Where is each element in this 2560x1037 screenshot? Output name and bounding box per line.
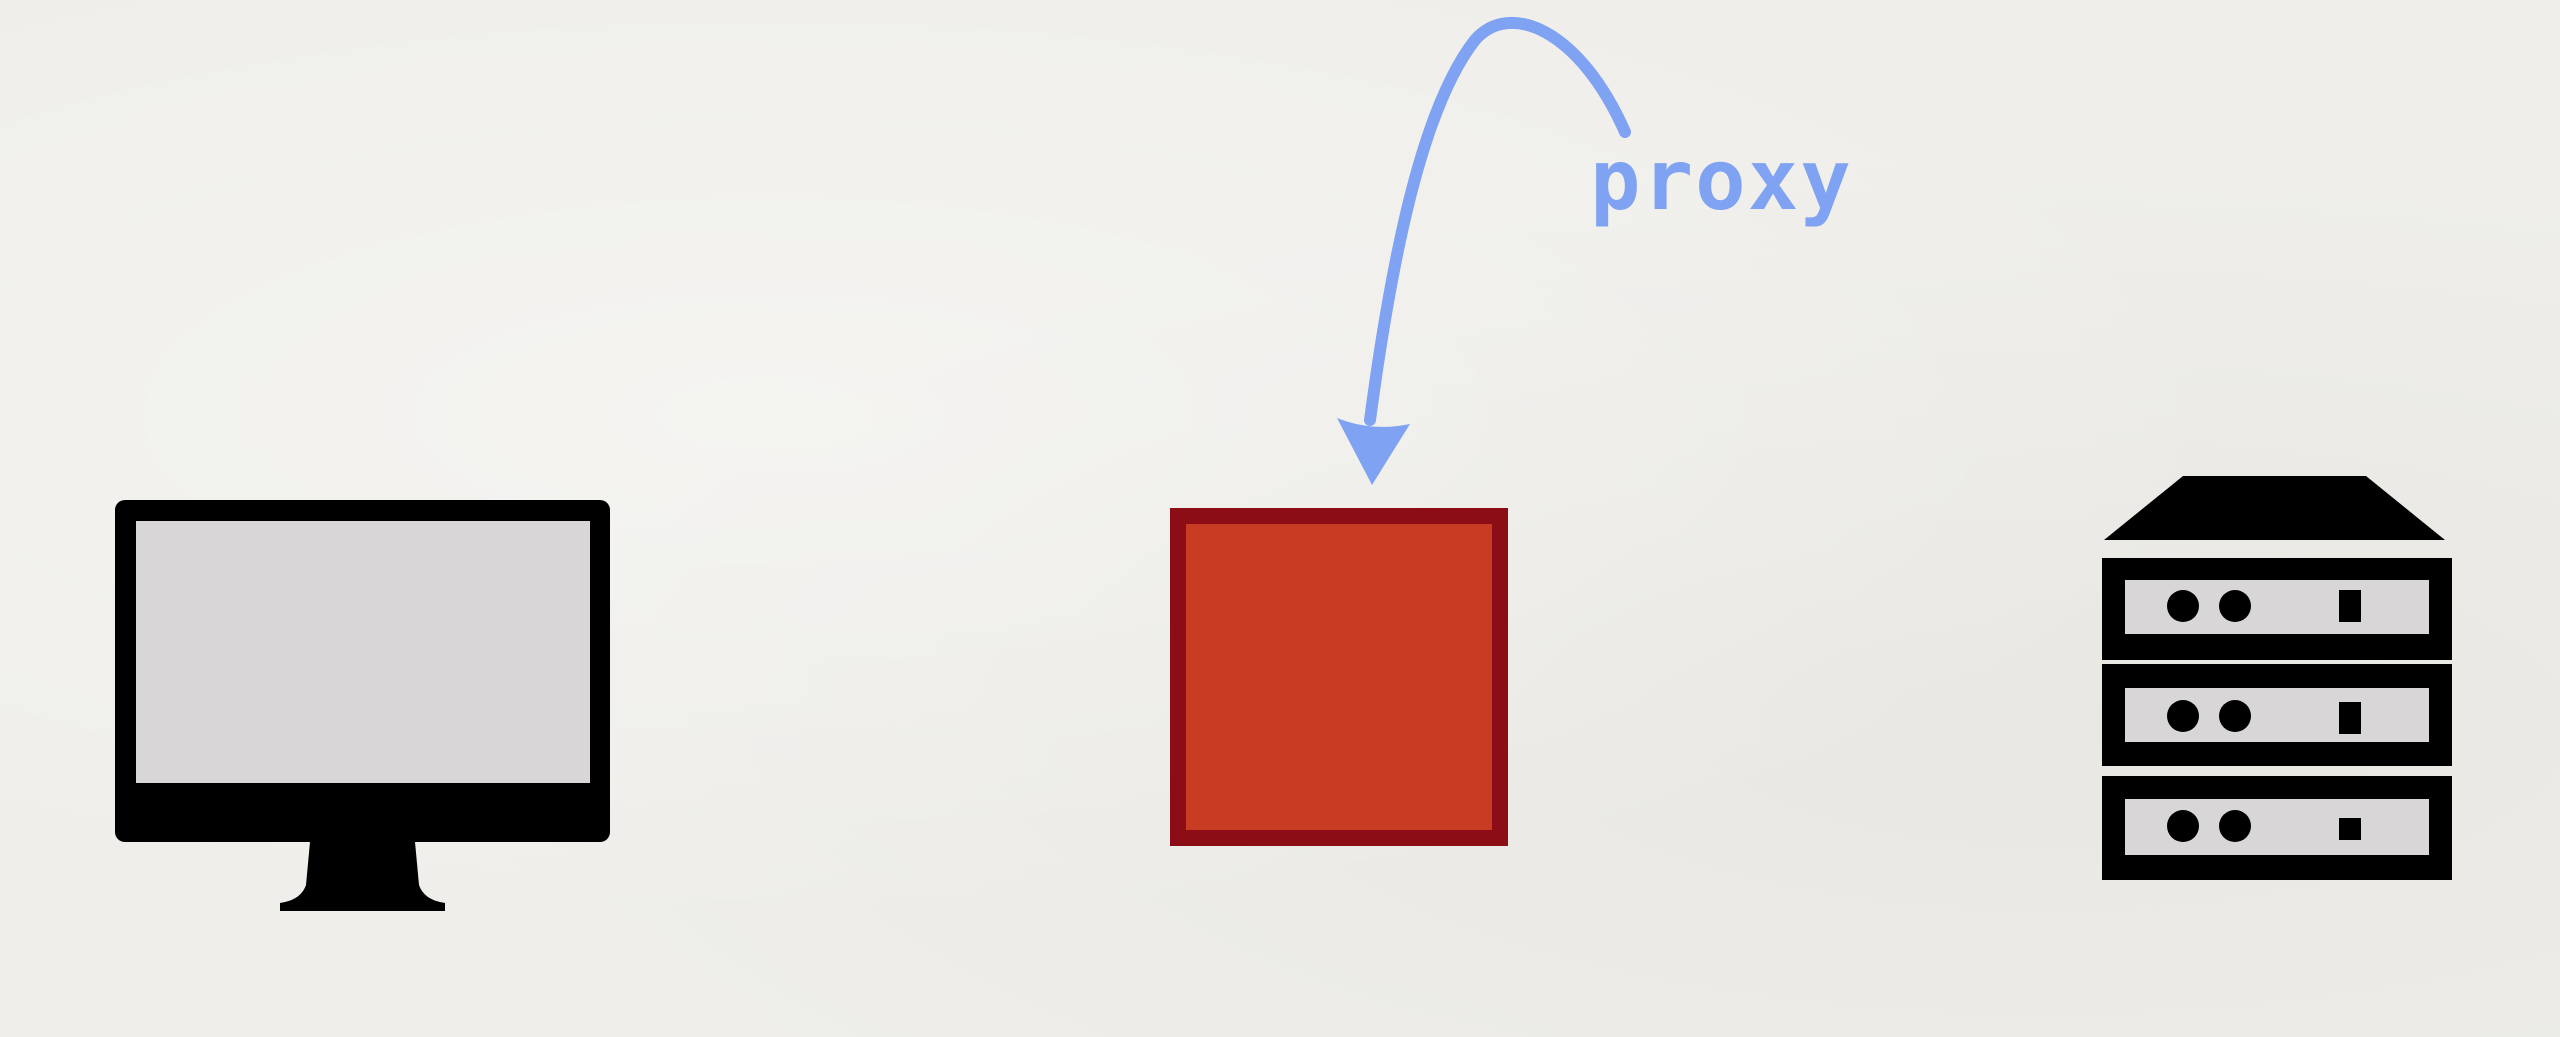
desktop-monitor-icon [115,500,610,911]
proxy-arrow-curve [1364,17,1631,426]
server-unit-3-led-1 [2167,810,2199,842]
server-unit-3-slot [2339,818,2361,840]
server-roof [2104,476,2445,540]
server-unit-2-slot [2339,702,2361,734]
proxy-arrow-head [1337,418,1410,485]
server-unit-2-led-2 [2219,700,2251,732]
server-unit-1-led-2 [2219,590,2251,622]
monitor-screen [136,521,590,783]
server-unit-1-slot [2339,590,2361,622]
server-unit-1-led-1 [2167,590,2199,622]
proxy-box [1170,508,1508,846]
proxy-label: proxy [1590,131,1853,229]
proxy-arrow-icon [1337,17,1631,485]
server-unit-2-led-1 [2167,700,2199,732]
proxy-box-icon [1170,508,1508,846]
server-unit-3-led-2 [2219,810,2251,842]
monitor-stand [280,842,445,911]
server-rack-icon [2102,476,2452,880]
